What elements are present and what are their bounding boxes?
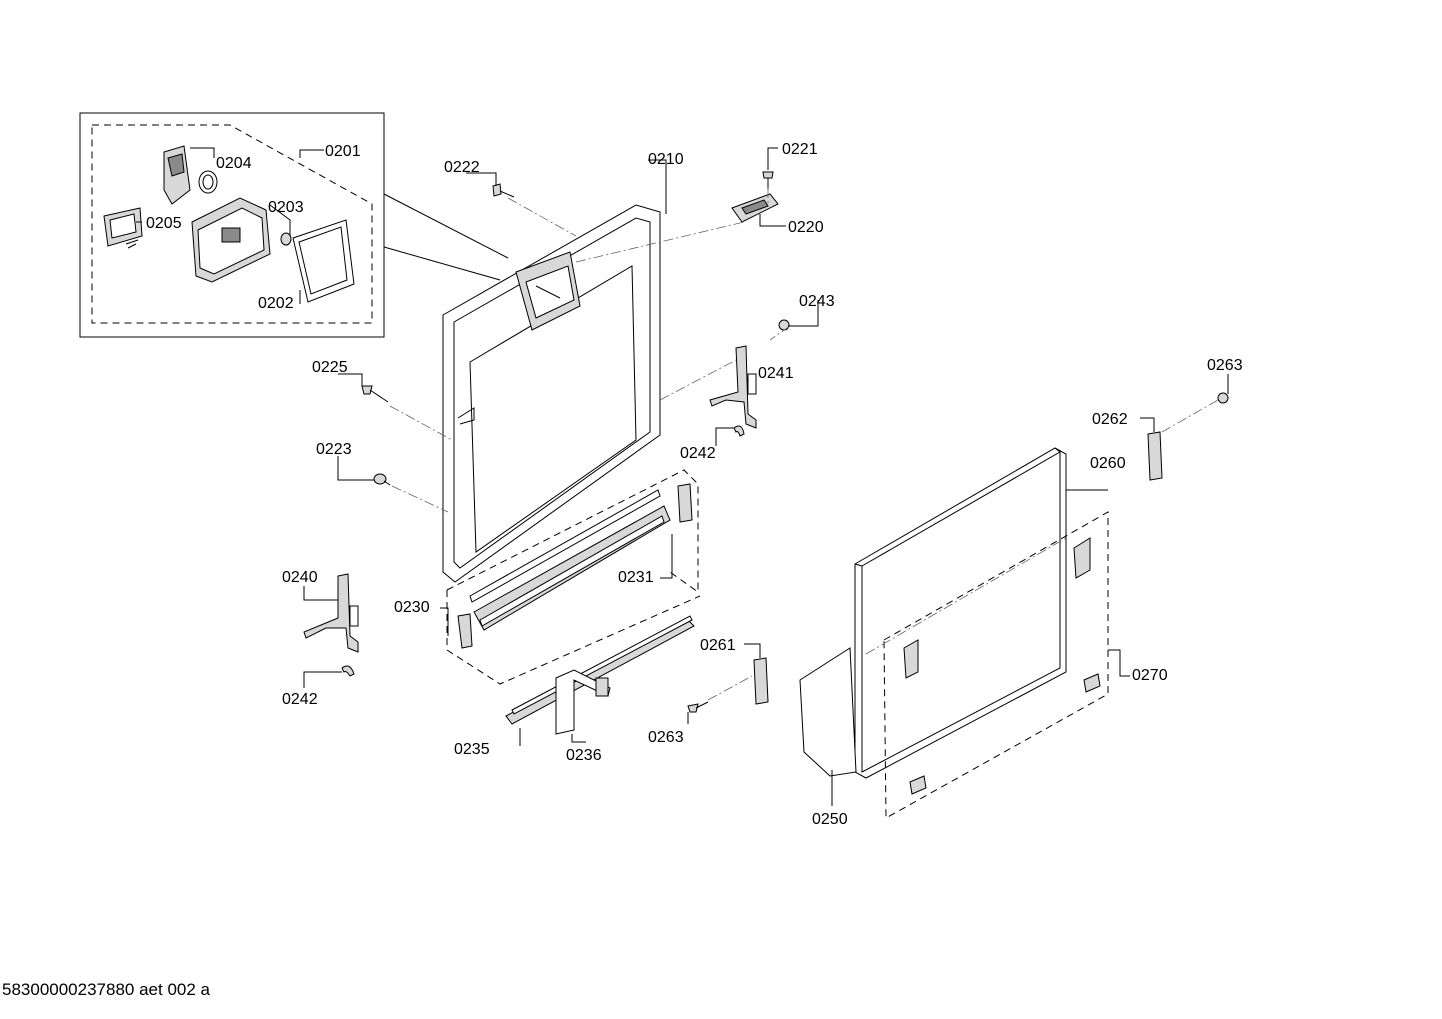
- part-0225-screw[interactable]: [361, 385, 389, 403]
- callout-0236: 0236: [566, 747, 602, 764]
- part-0250-insulation-board[interactable]: [799, 647, 857, 777]
- part-0263-screw-upper[interactable]: [1217, 392, 1229, 404]
- callout-0243: 0243: [799, 293, 835, 310]
- part-0242-clip-lower[interactable]: [341, 665, 355, 677]
- callout-labels: 0201 0204 0205 0203 0202 0210 0222 0221 …: [146, 141, 1243, 828]
- assembly-lines: [389, 188, 1219, 701]
- group-0270-fittings: [883, 511, 1109, 819]
- part-0235-bar[interactable]: [505, 615, 695, 725]
- part-0205-cover-plate[interactable]: [103, 207, 143, 249]
- callout-0202: 0202: [258, 295, 294, 312]
- callout-0222: 0222: [444, 159, 480, 176]
- callout-0203: 0203: [268, 199, 304, 216]
- callout-0223: 0223: [316, 441, 352, 458]
- part-0240-hinge[interactable]: [303, 573, 359, 653]
- part-0230-bracket[interactable]: [457, 613, 473, 649]
- callout-0261: 0261: [700, 637, 736, 654]
- callout-0204: 0204: [216, 155, 252, 172]
- part-0262-spacer[interactable]: [1147, 431, 1163, 481]
- callout-0250: 0250: [812, 811, 848, 828]
- callout-0230: 0230: [394, 599, 430, 616]
- callout-0201: 0201: [325, 143, 361, 160]
- part-0222-screw[interactable]: [492, 183, 515, 198]
- part-0202-gasket-frame[interactable]: [292, 219, 355, 303]
- group-0230-base-rails: [446, 469, 701, 685]
- part-0261-spacer[interactable]: [753, 657, 769, 705]
- part-0241-hinge[interactable]: [709, 345, 757, 429]
- callout-0263-lower: 0263: [648, 729, 684, 746]
- callout-0241: 0241: [758, 365, 794, 382]
- callout-0205: 0205: [146, 215, 182, 232]
- part-0263-screw-lower[interactable]: [687, 701, 709, 713]
- callout-0220: 0220: [788, 219, 824, 236]
- part-0242-clip-upper[interactable]: [733, 425, 745, 437]
- part-0223-screw[interactable]: [373, 473, 391, 486]
- part-0260-outer-panel[interactable]: [854, 447, 1067, 779]
- document-code: 58300000237880 aet 002 a: [2, 980, 210, 999]
- part-0203-float[interactable]: [280, 232, 292, 246]
- part-0204-seal-ring[interactable]: [198, 170, 218, 194]
- leader-lines: [136, 147, 1229, 806]
- callout-0242-upper: 0242: [680, 445, 716, 462]
- callout-0240: 0240: [282, 569, 318, 586]
- part-0236-support[interactable]: [555, 669, 611, 735]
- callout-0270: 0270: [1132, 667, 1168, 684]
- callout-0225: 0225: [312, 359, 348, 376]
- callout-0262: 0262: [1092, 411, 1128, 428]
- detail-inset: [79, 112, 509, 338]
- callout-0242-lower: 0242: [282, 691, 318, 708]
- callout-0263-upper: 0263: [1207, 357, 1243, 374]
- callout-0210: 0210: [648, 151, 684, 168]
- part-0231-rail[interactable]: [469, 483, 693, 631]
- callout-0221: 0221: [782, 141, 818, 158]
- callout-0260: 0260: [1090, 455, 1126, 472]
- callout-0235: 0235: [454, 741, 490, 758]
- part-0204-dispenser-lid[interactable]: [163, 145, 191, 205]
- part-0210-inner-door[interactable]: [442, 204, 661, 583]
- callout-0231: 0231: [618, 569, 654, 586]
- part-0221-screw[interactable]: [762, 171, 774, 190]
- part-dispenser-body[interactable]: [191, 197, 271, 283]
- part-0220-door-catch[interactable]: [731, 193, 779, 223]
- part-0243-screw[interactable]: [778, 319, 790, 331]
